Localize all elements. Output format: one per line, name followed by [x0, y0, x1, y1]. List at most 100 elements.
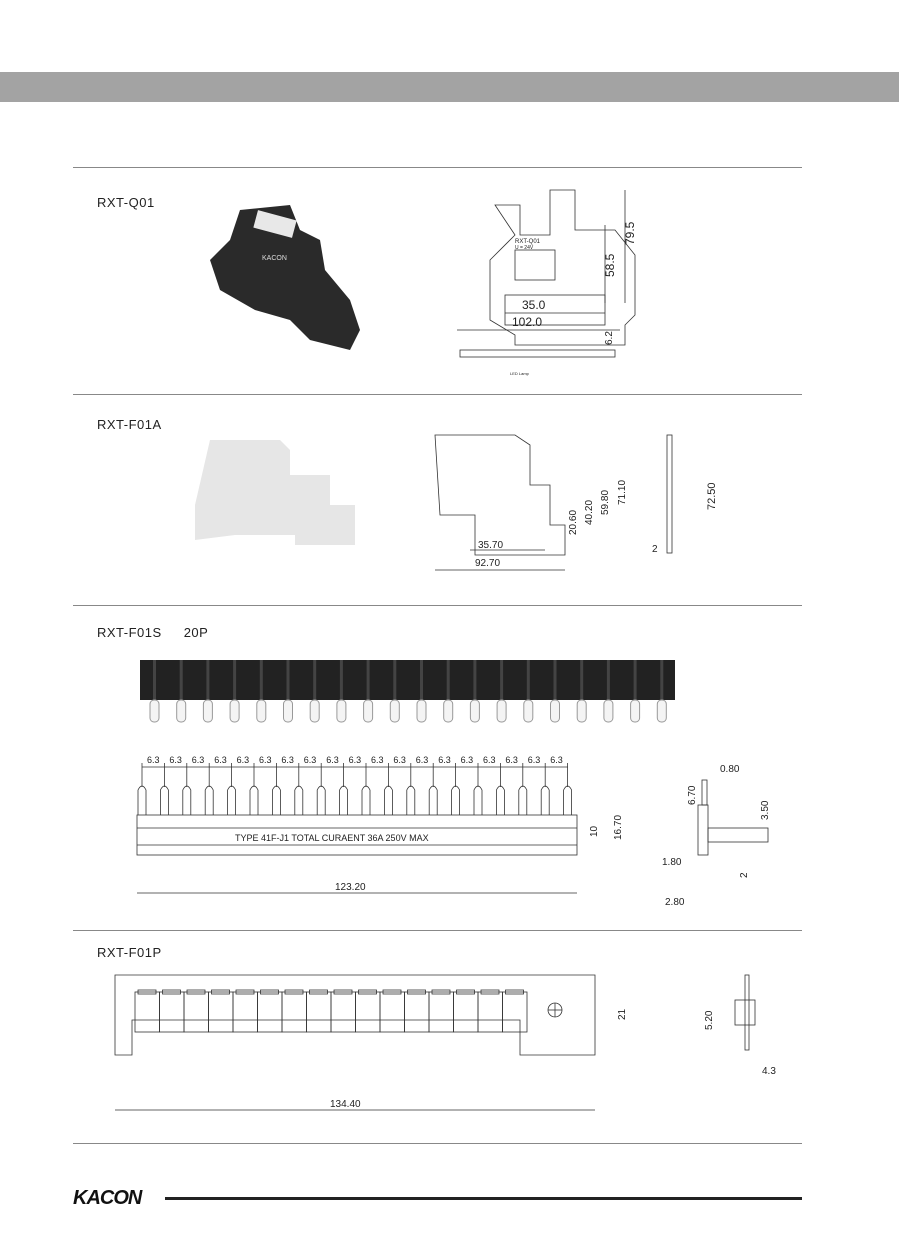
svg-text:LED Lamp: LED Lamp [510, 371, 530, 376]
cover-tab [137, 989, 157, 995]
pin [361, 785, 371, 815]
pin [339, 785, 348, 815]
busbar-rib [580, 660, 584, 700]
svg-text:40.20: 40.20 [584, 500, 595, 525]
cover-slot [502, 991, 528, 1033]
busbar-rib [446, 660, 450, 700]
pitch-label: 6.3 [483, 755, 496, 765]
busbar-pin [309, 699, 320, 723]
svg-text:0.80: 0.80 [720, 764, 740, 775]
cover-slot [208, 991, 234, 1033]
svg-text:123.20: 123.20 [335, 882, 366, 893]
divider [73, 930, 802, 931]
busbar-pin [443, 699, 454, 723]
cover-tab [162, 989, 181, 995]
svg-text:72.50: 72.50 [706, 482, 718, 510]
pitch-label: 6.3 [214, 755, 227, 765]
kacon-logo: KACON [73, 1187, 142, 1209]
pin [428, 785, 438, 815]
pin [518, 785, 528, 815]
cover-tab [284, 989, 304, 995]
busbar-rib [339, 660, 343, 700]
cover-tab [186, 989, 206, 995]
busbar-rib [420, 660, 423, 700]
cover-slot [281, 991, 307, 1033]
svg-text:10: 10 [589, 825, 600, 837]
busbar-pin [202, 699, 213, 723]
pin [272, 785, 281, 815]
section-title: RXT-F01A [97, 417, 162, 432]
pitch-label: 6.3 [237, 755, 250, 765]
cover-slot [379, 991, 405, 1033]
pitch-label: 6.3 [192, 755, 205, 765]
pin [182, 785, 192, 815]
svg-text:2: 2 [739, 872, 750, 878]
cover-slot [404, 991, 430, 1033]
svg-text:21: 21 [617, 1008, 628, 1020]
cover-tab [382, 989, 402, 995]
pin [406, 785, 416, 815]
busbar-pin [496, 699, 507, 723]
pin [540, 785, 550, 815]
pin [563, 785, 572, 815]
svg-text:92.70: 92.70 [475, 558, 500, 569]
busbar-pin [229, 699, 240, 723]
busbar-rib [259, 660, 263, 700]
divider [73, 605, 802, 606]
pitch-label: 6.3 [461, 755, 474, 765]
pitch-label: 6.3 [169, 755, 182, 765]
pitch-label: 6.3 [281, 755, 294, 765]
pin [204, 785, 214, 815]
svg-text:6.70: 6.70 [687, 785, 698, 805]
cover-slot [134, 991, 160, 1033]
svg-text:2: 2 [652, 544, 658, 555]
cover-tab [505, 989, 524, 995]
cover-tab [358, 989, 377, 995]
divider [73, 167, 802, 168]
svg-text:102.0: 102.0 [512, 315, 542, 329]
busbar-rib [206, 660, 210, 700]
cover-tab [309, 989, 328, 995]
pin [137, 785, 147, 815]
svg-text:3.50: 3.50 [760, 800, 771, 820]
cover-tab [407, 989, 426, 995]
busbar-pin [256, 699, 267, 723]
drawing-rxt-f01a: 92.70 35.70 71.10 59.80 40.20 20.60 72.5… [434, 434, 718, 571]
side-drawing-rxt-f01p: 5.20 4.3 [704, 974, 776, 1077]
drawing-rxt-f01s: TYPE 41F-J1 TOTAL CURAENT 36A 250V MAX 1… [136, 755, 624, 894]
busbar-pin [656, 699, 667, 723]
busbar-pin [176, 699, 187, 723]
pitch-label: 6.3 [416, 755, 429, 765]
busbar-pin [416, 699, 427, 723]
cover-slot [453, 991, 479, 1033]
pin [316, 785, 326, 815]
pitch-label: 6.3 [326, 755, 339, 765]
svg-text:16.70: 16.70 [613, 815, 624, 840]
section-title: RXT-F01P [97, 945, 162, 960]
pitch-label: 6.3 [528, 755, 541, 765]
svg-text:71.10: 71.10 [617, 480, 628, 505]
svg-text:4.3: 4.3 [762, 1066, 776, 1077]
pitch-label: 6.3 [259, 755, 272, 765]
svg-text:58.5: 58.5 [603, 253, 617, 277]
cover-slot [306, 991, 332, 1033]
svg-text:35.70: 35.70 [478, 540, 503, 551]
cover-slot [159, 991, 185, 1033]
busbar-pin [149, 699, 160, 723]
busbar-rib [606, 660, 610, 700]
pin [249, 785, 259, 815]
cover-slot [355, 991, 381, 1033]
drawing-rxt-f01p: 134.40 21 [114, 974, 628, 1111]
cover-slot [232, 991, 258, 1033]
pitch-label: 6.3 [304, 755, 317, 765]
busbar-rib [473, 660, 477, 700]
busbar-pin [389, 699, 400, 723]
cover-slot [330, 991, 356, 1033]
svg-text:RXT-Q01: RXT-Q01 [515, 239, 541, 245]
cover-tab [480, 989, 500, 995]
busbar-rib [153, 660, 156, 700]
pin [227, 785, 236, 815]
pitch-label: 6.3 [393, 755, 406, 765]
